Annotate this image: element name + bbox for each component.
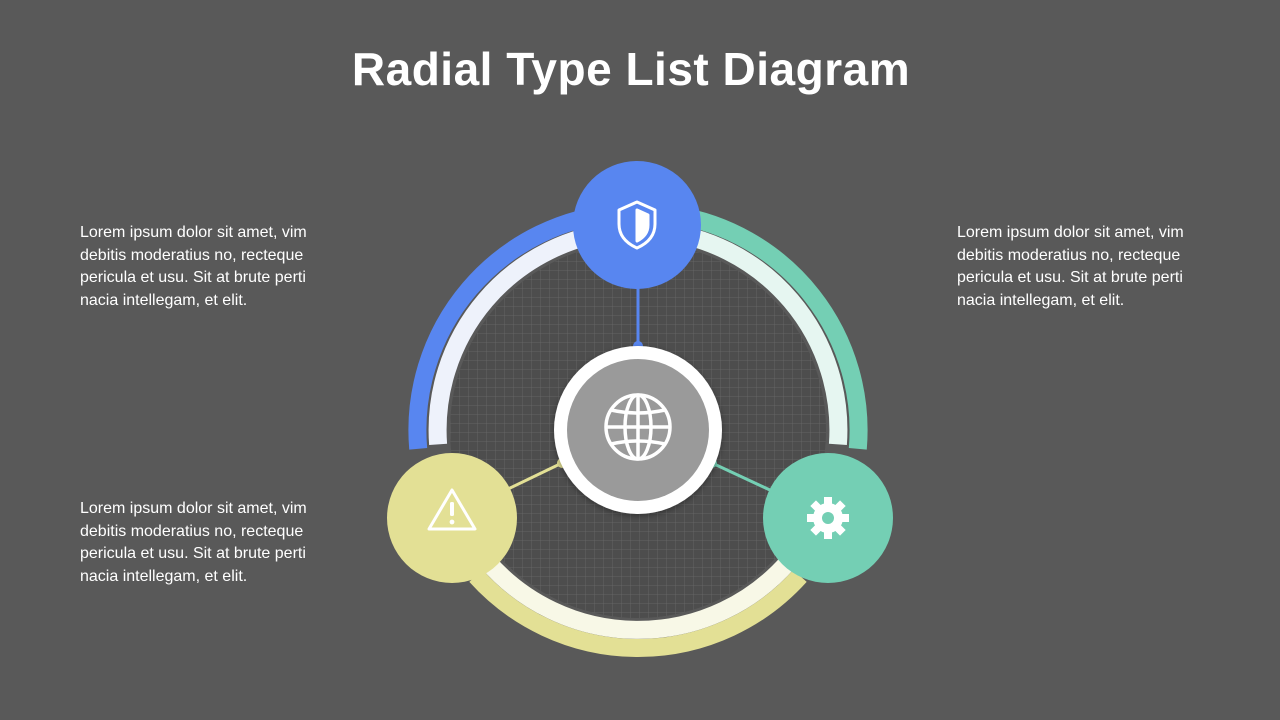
node-shield xyxy=(573,161,701,289)
node-warning xyxy=(387,453,517,583)
ring-arc-yellow xyxy=(469,569,807,658)
item-text-warning: Lorem ipsum dolor sit amet, vim debitis … xyxy=(80,500,307,585)
gear-icon xyxy=(807,497,849,539)
globe-icon xyxy=(604,393,672,461)
node-gear xyxy=(763,453,893,583)
warning-icon xyxy=(427,488,477,531)
item-text-shield: Lorem ipsum dolor sit amet, vim debitis … xyxy=(80,224,307,309)
ring-arc-blue xyxy=(408,203,620,450)
shield-icon xyxy=(617,200,657,250)
center-hub xyxy=(554,346,722,514)
inner-arc-teal xyxy=(656,221,848,446)
connector-yellow xyxy=(507,461,563,491)
inner-arc-yellow xyxy=(481,556,795,639)
page-title: Radial Type List Diagram xyxy=(351,43,911,95)
item-text-gear: Lorem ipsum dolor sit amet, vim debitis … xyxy=(957,224,1184,309)
connector-teal xyxy=(711,461,773,493)
ring-arc-teal xyxy=(672,206,868,450)
